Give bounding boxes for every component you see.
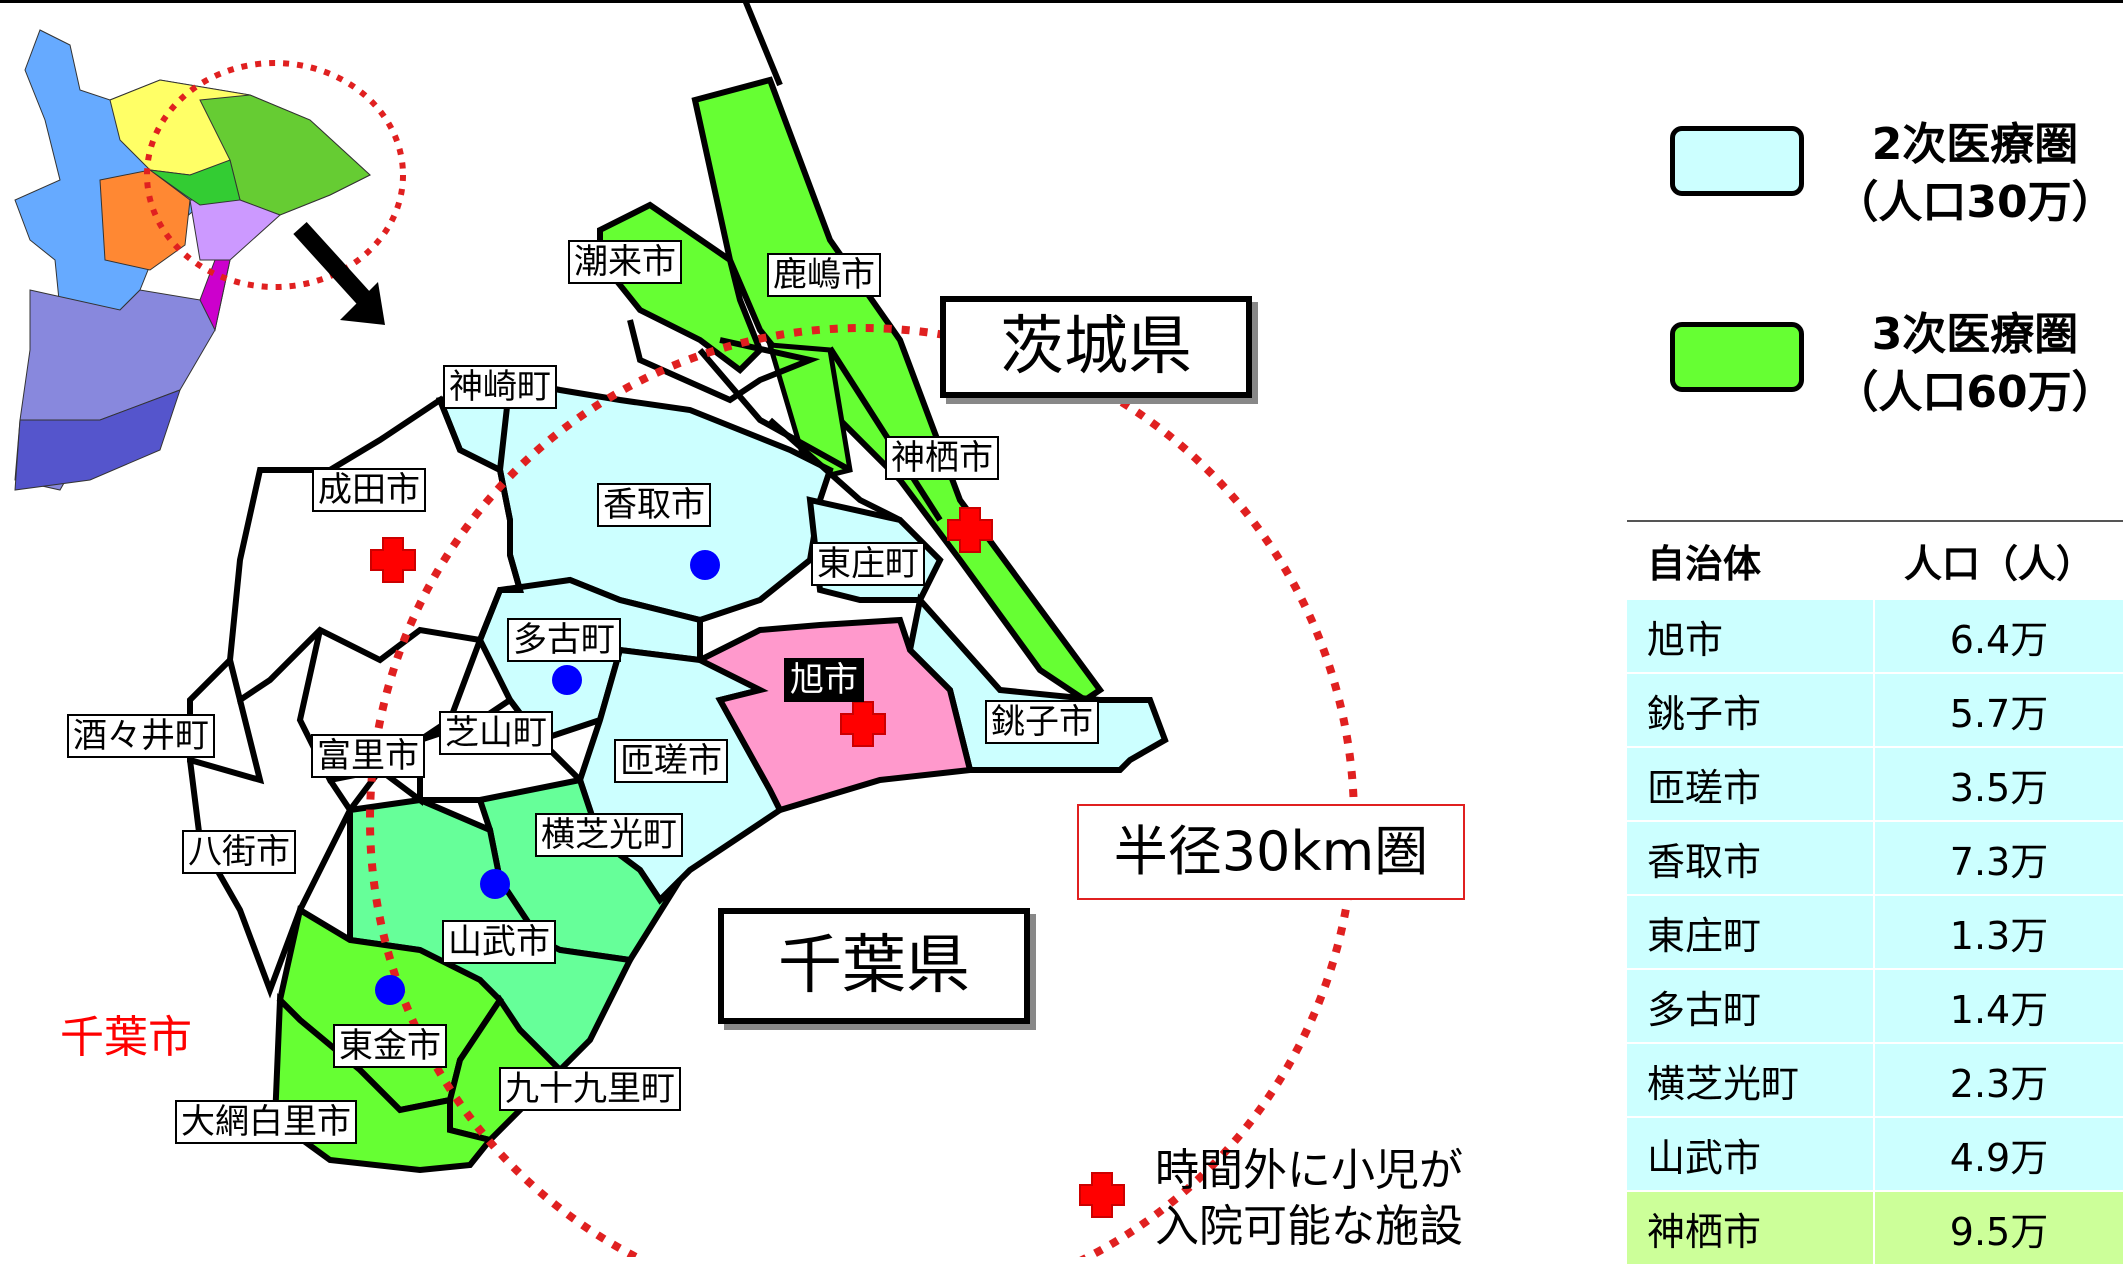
- label-katori: 香取市: [597, 483, 711, 527]
- region-asahi: [693, 616, 974, 814]
- table-row: 東庄町 1.3万: [1627, 894, 2123, 968]
- arrow-icon: [293, 221, 385, 325]
- label-shisui: 酒々井町: [67, 714, 215, 758]
- top-border: [0, 0, 2123, 3]
- label-oamishirasato: 大網白里市: [175, 1100, 357, 1144]
- cell-name: 香取市: [1627, 822, 1875, 894]
- cell-population: 3.5万: [1949, 765, 2049, 810]
- table-row: 匝瑳市 3.5万: [1627, 746, 2123, 820]
- prefecture-label-chiba: 千葉県: [718, 908, 1030, 1024]
- label-tako: 多古町: [507, 618, 621, 662]
- clinic-dot-sammu: [480, 869, 510, 899]
- label-yachimata: 八街市: [182, 830, 296, 874]
- label-kozaki: 神崎町: [443, 365, 557, 409]
- cell-population: 9.5万: [1949, 1209, 2049, 1254]
- table-row: 山武市 4.9万: [1627, 1116, 2123, 1190]
- hospital-cross-icon-asahi: [840, 701, 886, 747]
- cell-name: 銚子市: [1627, 674, 1875, 746]
- label-kashima: 鹿嶋市: [767, 253, 881, 297]
- cell-population: 4.9万: [1949, 1135, 2049, 1180]
- table-row: 旭市 6.4万: [1627, 598, 2123, 672]
- table-header: 自治体 人口（人）: [1627, 520, 2123, 598]
- label-sosa: 匝瑳市: [614, 739, 728, 783]
- table-row: 多古町 1.4万: [1627, 968, 2123, 1042]
- clinic-dot-togane: [375, 975, 405, 1005]
- label-kamisu: 神栖市: [885, 436, 999, 480]
- legend-tertiary-line2: （人口60万）: [1834, 367, 2116, 418]
- prefecture-label-ibaraki: 茨城県: [940, 296, 1252, 398]
- label-tomisato: 富里市: [311, 734, 425, 778]
- hospital-note-line1: 時間外に小児が: [1155, 1145, 1463, 1196]
- label-choshi: 銚子市: [985, 700, 1099, 744]
- table-row: 香取市 7.3万: [1627, 820, 2123, 894]
- cell-population: 6.4万: [1949, 617, 2049, 662]
- chiba-city-label: 千葉市: [60, 1012, 192, 1063]
- header-population: 人口（人）: [1903, 541, 2094, 586]
- label-shibayama: 芝山町: [439, 711, 553, 755]
- legend-text-secondary: 2次医療圏 （人口30万）: [1830, 116, 2120, 232]
- table-row: 銚子市 5.7万: [1627, 672, 2123, 746]
- table-row: 神栖市 9.5万: [1627, 1190, 2123, 1264]
- legend-swatch-secondary: [1670, 126, 1804, 196]
- clinic-dot-katori: [690, 550, 720, 580]
- legend-secondary-line1: 2次医療圏: [1871, 119, 2079, 170]
- label-togane: 東金市: [333, 1024, 447, 1068]
- cell-population: 2.3万: [1949, 1061, 2049, 1106]
- legend-swatch-tertiary: [1670, 322, 1804, 392]
- label-kujukuri: 九十九里町: [499, 1067, 681, 1111]
- inset-prefecture-map: [14, 29, 371, 491]
- clinic-dot-tako: [552, 665, 582, 695]
- radius-label: 半径30km圏: [1077, 804, 1465, 900]
- label-asahi: 旭市: [784, 658, 864, 702]
- cell-population: 1.3万: [1949, 913, 2049, 958]
- legend-tertiary-line1: 3次医療圏: [1871, 309, 2079, 360]
- cell-population: 5.7万: [1949, 691, 2049, 736]
- cell-name: 東庄町: [1627, 896, 1875, 968]
- hospital-cross-icon-kamisu: [947, 507, 993, 553]
- hospital-cross-icon-narita: [370, 537, 416, 583]
- hospital-note: 時間外に小児が 入院可能な施設: [1155, 1143, 1463, 1255]
- cell-name: 多古町: [1627, 970, 1875, 1042]
- cell-population: 1.4万: [1949, 987, 2049, 1032]
- label-yokoshibahikari: 横芝光町: [535, 813, 683, 857]
- cell-name: 旭市: [1627, 600, 1875, 672]
- hospital-cross-icon-legend: [1079, 1172, 1125, 1218]
- cell-population: 7.3万: [1949, 839, 2049, 884]
- hospital-note-line2: 入院可能な施設: [1155, 1201, 1463, 1252]
- inset-focus-circle: [144, 60, 406, 290]
- cell-name: 神栖市: [1627, 1192, 1875, 1264]
- legend-secondary-line2: （人口30万）: [1834, 177, 2116, 228]
- label-narita: 成田市: [312, 468, 426, 512]
- label-itako: 潮来市: [568, 240, 682, 284]
- label-tonosho: 東庄町: [811, 542, 925, 586]
- legend-text-tertiary: 3次医療圏 （人口60万）: [1830, 306, 2120, 422]
- table-row: 横芝光町 2.3万: [1627, 1042, 2123, 1116]
- header-municipality: 自治体: [1647, 541, 1762, 586]
- cell-name: 山武市: [1627, 1118, 1875, 1190]
- label-sammu: 山武市: [442, 920, 556, 964]
- cell-name: 横芝光町: [1627, 1044, 1875, 1116]
- cell-name: 匝瑳市: [1627, 748, 1875, 820]
- population-table: 自治体 人口（人） 旭市 6.4万 銚子市 5.7万 匝瑳市 3.5万 香取市 …: [1627, 520, 2123, 1264]
